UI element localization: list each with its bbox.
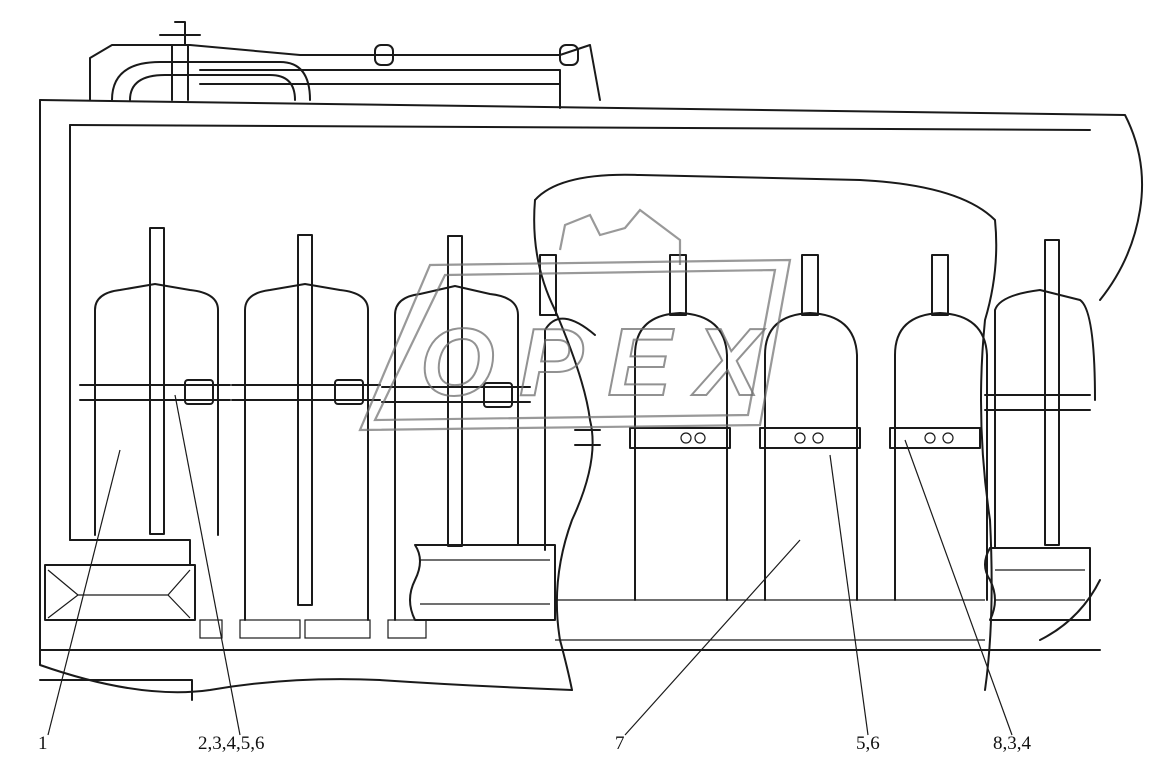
leader-4 — [829, 454, 869, 736]
cylinder-4 — [539, 254, 601, 551]
cutaway-panel — [533, 173, 998, 691]
callout-label-5-6: 5,6 — [856, 733, 880, 754]
leader-1 — [47, 449, 121, 736]
top-handle-assembly — [89, 21, 601, 109]
cylinder-7 — [889, 254, 988, 601]
callout-label-7: 7 — [615, 733, 625, 754]
base-blocks — [44, 539, 1091, 639]
leader-5 — [904, 439, 1013, 736]
cylinder-1 — [79, 227, 231, 536]
callout-label-8-3-4: 8,3,4 — [993, 733, 1031, 754]
cylinder-2 — [231, 234, 381, 621]
leader-lines — [47, 394, 1013, 736]
cylinder-8 — [984, 239, 1096, 549]
cylinder-5 — [629, 254, 731, 601]
callout-label-1: 1 — [38, 733, 48, 754]
opex-watermark-logo — [358, 208, 792, 432]
housing-outline — [39, 99, 1144, 701]
cylinder-6 — [759, 254, 861, 601]
leader-3 — [624, 539, 801, 736]
leader-2 — [174, 394, 241, 736]
cylinder-3 — [381, 235, 531, 621]
callout-label-2: 2,3,4,5,6 — [198, 733, 265, 754]
watermark-text: OPEX — [420, 309, 765, 416]
